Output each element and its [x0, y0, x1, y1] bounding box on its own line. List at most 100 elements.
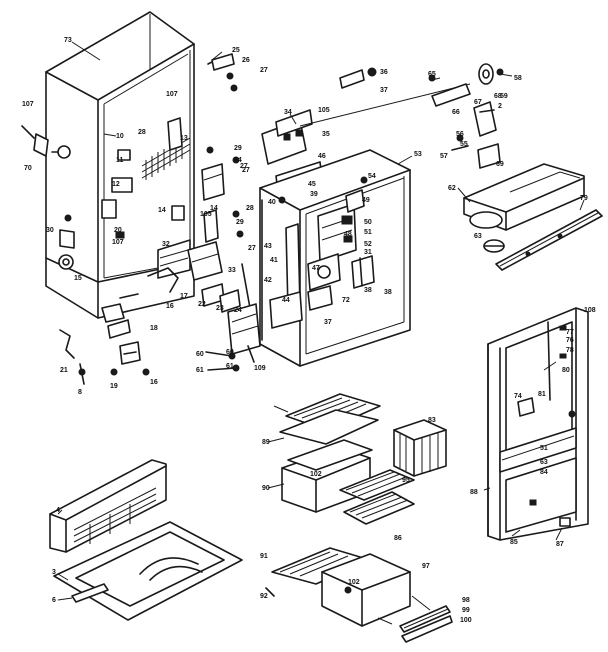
callout: 25: [232, 47, 240, 54]
callout: 50: [364, 219, 372, 226]
callout: 97: [422, 563, 430, 570]
callout: 105: [318, 107, 330, 114]
callout: 40: [268, 199, 276, 206]
callout: 4: [56, 507, 60, 514]
callout: 57: [440, 153, 448, 160]
callout: 34: [284, 109, 292, 116]
callout: 18: [150, 325, 158, 332]
callout: 83: [428, 417, 436, 424]
callout: 20: [114, 227, 122, 234]
callout: 23: [216, 305, 224, 312]
callout: 55: [460, 141, 468, 148]
callout: 32: [162, 241, 170, 248]
callout: 17: [180, 293, 188, 300]
callout: 56: [456, 131, 464, 138]
left-exterior-parts: [21, 125, 150, 385]
callout: 19: [110, 383, 118, 390]
callout: 48: [344, 231, 352, 238]
upper-crisper-drawer: [281, 439, 373, 513]
vent-cover: [49, 459, 167, 553]
callout: 66: [452, 109, 460, 116]
callout: 109: [254, 365, 266, 372]
callout: 44: [282, 297, 290, 304]
callout: 85: [510, 539, 518, 546]
callout: 108: [584, 307, 596, 314]
callout: 24: [234, 307, 242, 314]
callout: 60: [196, 351, 204, 358]
callout: 51: [540, 445, 548, 452]
callout: 27: [260, 67, 268, 74]
callout: 77: [566, 329, 574, 336]
callout: 105: [200, 211, 212, 218]
freezer-shelf: [279, 393, 381, 445]
callout: 21: [60, 367, 68, 374]
callout: 60: [226, 349, 234, 356]
center-mechanical-parts: [147, 53, 261, 372]
callout: 14: [158, 207, 166, 214]
callout: 47: [312, 265, 320, 272]
callout: 76: [566, 337, 574, 344]
callout: 46: [318, 153, 326, 160]
callout: 51: [364, 229, 372, 236]
cabinet-shell: [45, 11, 195, 319]
callout: 38: [364, 287, 372, 294]
callout: 28: [246, 205, 254, 212]
callout: 33: [228, 267, 236, 274]
callout: 52: [364, 241, 372, 248]
callout: 2: [498, 103, 502, 110]
callout: 36: [380, 69, 388, 76]
callout: 38: [384, 289, 392, 296]
callout: 102: [348, 579, 360, 586]
callout: 91: [260, 553, 268, 560]
callout: 88: [470, 489, 478, 496]
callout: 10: [116, 133, 124, 140]
ice-maker-parts: [299, 63, 603, 271]
callout: 102: [310, 471, 322, 478]
callout: 27: [248, 245, 256, 252]
callout: 15: [74, 275, 82, 282]
callout: 69: [496, 161, 504, 168]
callout: 35: [322, 131, 330, 138]
callout: 37: [380, 87, 388, 94]
callout: 37: [324, 319, 332, 326]
drain-pan: [53, 521, 243, 621]
leader-lines: [57, 41, 585, 625]
callout: 107: [112, 239, 124, 246]
callout: 30: [46, 227, 54, 234]
callout: 78: [566, 347, 574, 354]
callout: 53: [414, 151, 422, 158]
callout: 64: [234, 157, 242, 164]
callout: 43: [264, 243, 272, 250]
callout: 41: [270, 257, 278, 264]
callout: 14: [210, 205, 218, 212]
callout: 31: [364, 249, 372, 256]
callout: 80: [562, 367, 570, 374]
ice-basket: [393, 419, 447, 477]
callout: 54: [368, 173, 376, 180]
callout: 49: [362, 197, 370, 204]
callout: 61: [196, 367, 204, 374]
callout: 63: [474, 233, 482, 240]
callout-labels: 73 107 70 10 107 13 12 11 14 20 107 30 1…: [22, 37, 596, 624]
callout: 61: [226, 363, 234, 370]
callout: 3: [52, 569, 56, 576]
callout: 65: [428, 71, 436, 78]
lower-crisper-drawer: [265, 547, 453, 643]
callout: 29: [234, 145, 242, 152]
callout: 29: [236, 219, 244, 226]
callout: 68: [494, 93, 502, 100]
callout: 16: [166, 303, 174, 310]
door-frame: [487, 307, 589, 541]
callout: 74: [514, 393, 522, 400]
callout: 26: [242, 57, 250, 64]
callout: 67: [474, 99, 482, 106]
callout: 28: [138, 129, 146, 136]
callout: 62: [448, 185, 456, 192]
callout: 27: [240, 163, 248, 170]
callout: 11: [116, 157, 124, 164]
callout: 92: [260, 593, 268, 600]
callout: 6: [52, 597, 56, 604]
callout: 79: [580, 195, 588, 202]
callout: 90: [262, 485, 270, 492]
wire-shelf-set: [339, 469, 415, 525]
